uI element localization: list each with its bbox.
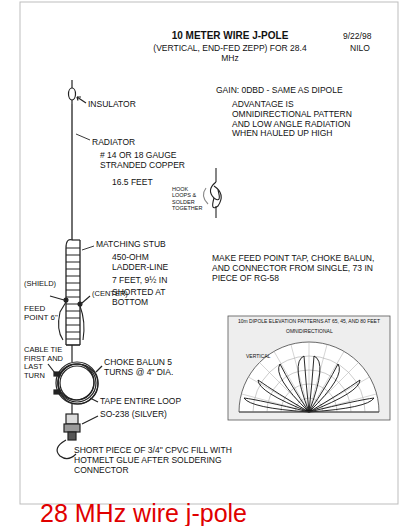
- so-238-connector: [64, 414, 98, 440]
- chart-label: VERTICAL: [246, 354, 270, 360]
- caption: 28 MHz wire j-pole: [40, 499, 247, 526]
- chart-label: OMNIDIRECTIONAL: [286, 329, 333, 335]
- gain-note: GAIN: 0DBD - SAME AS DIPOLE: [216, 86, 366, 96]
- assembly-note: HOOK LOOPS & SOLDER TOGETHER: [172, 186, 204, 211]
- part-label: INSULATOR: [88, 100, 136, 110]
- radiator-wire: [71, 104, 72, 240]
- grid-line: [309, 351, 344, 412]
- assembly-note: CABLE TIE FIRST AND LAST TURN: [24, 346, 64, 381]
- title: 10 METER WIRE J-POLE: [150, 30, 310, 42]
- part-label: RADIATOR: [92, 138, 135, 148]
- spec-note: # 14 OR 18 GAUGE STRANDED COPPER: [100, 151, 192, 171]
- part-label: CHOKE BALUN 5 TURNS @ 4" DIA.: [104, 358, 178, 378]
- dimension: 7 FEET, 9½ IN: [112, 276, 167, 286]
- grid-line: [274, 351, 309, 412]
- grid-line: [309, 344, 327, 412]
- part-label: SO-238 (SILVER): [100, 410, 167, 420]
- assembly-note: MAKE FEED POINT TAP, CHOKE BALUN, AND CO…: [212, 254, 382, 283]
- part-label: MATCHING STUB: [96, 240, 166, 250]
- assembly-note: SHORT PIECE OF 3/4" CPVC FILL WITH HOTME…: [74, 446, 234, 475]
- author-note: NILO: [350, 44, 370, 54]
- spec-note: 450-OHM LADDER-LINE: [112, 253, 186, 273]
- grid-line: [291, 344, 309, 412]
- subtitle: (VERTICAL, END-FED ZEPP) FOR 28.4 MHz: [150, 44, 310, 64]
- cpvc-piece: [57, 440, 76, 459]
- wire-label: (SHIELD): [24, 280, 56, 289]
- elevation-pattern-chart: [228, 316, 390, 420]
- matching-stub: [66, 240, 80, 345]
- assembly-note: TAPE ENTIRE LOOP: [100, 397, 181, 407]
- insulator: [69, 80, 87, 104]
- leader-line: [82, 246, 94, 250]
- frame: [20, 2, 398, 504]
- dimension: 16.5 FEET: [112, 178, 153, 188]
- chart-title: 10m DIPOLE ELEVATION PATTERNS AT 65, 45,…: [232, 319, 386, 325]
- advantage-note: ADVANTAGE IS OMNIDIRECTIONAL PATTERN AND…: [232, 100, 360, 139]
- part-label: FEED POINT 6": [24, 304, 62, 322]
- date-note: 9/22/98: [343, 32, 371, 42]
- leader-line: [76, 134, 90, 140]
- grid-line: [309, 342, 310, 412]
- hook-loops-detail: [203, 168, 221, 218]
- wire-label: (CENTER): [92, 290, 128, 299]
